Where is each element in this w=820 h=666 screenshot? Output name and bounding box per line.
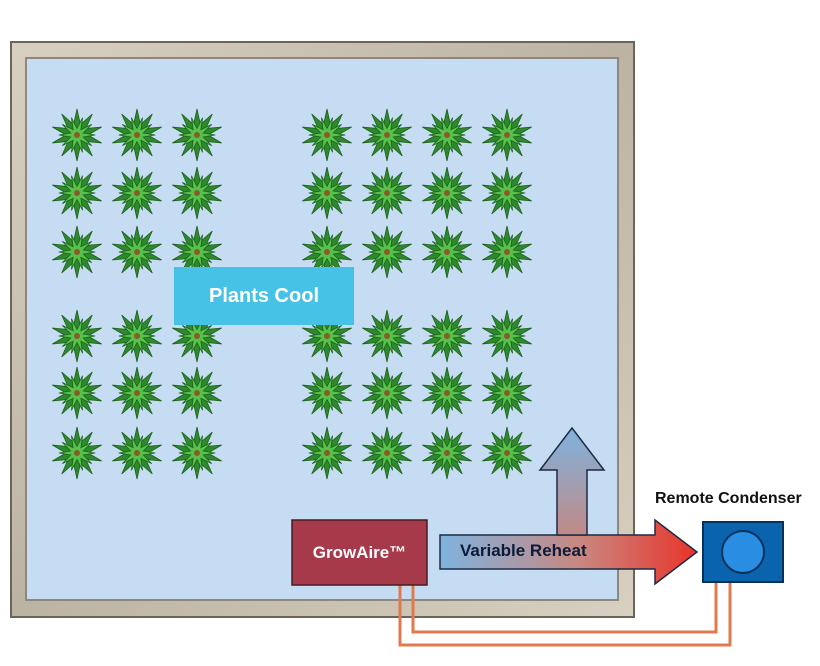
- plant-icon: [422, 166, 472, 220]
- plant-grid: [52, 108, 532, 480]
- plant-icon: [52, 426, 102, 480]
- plant-icon: [172, 426, 222, 480]
- plant-icon: [52, 309, 102, 363]
- plant-icon: [482, 166, 532, 220]
- plant-icon: [52, 366, 102, 420]
- pipe-outer: [398, 583, 732, 647]
- plant-icon: [112, 225, 162, 279]
- plant-icon: [112, 166, 162, 220]
- pipe-inner: [411, 583, 718, 634]
- plant-icon: [362, 166, 412, 220]
- plant-icon: [362, 225, 412, 279]
- reheat-arrow: [439, 518, 699, 586]
- plant-icon: [112, 309, 162, 363]
- refrigerant-pipes: [398, 583, 732, 647]
- plant-icon: [482, 426, 532, 480]
- plant-icon: [422, 309, 472, 363]
- plant-icon: [362, 108, 412, 162]
- fan-icon: [721, 530, 765, 574]
- plant-icon: [302, 366, 352, 420]
- plant-icon: [482, 309, 532, 363]
- plant-icon: [172, 366, 222, 420]
- growaire-unit: [291, 519, 428, 586]
- plant-icon: [422, 225, 472, 279]
- plant-icon: [482, 108, 532, 162]
- plant-icon: [362, 426, 412, 480]
- plant-icon: [52, 225, 102, 279]
- plant-icon: [52, 166, 102, 220]
- variable-reheat-label: Variable Reheat: [460, 541, 587, 560]
- plant-icon: [302, 166, 352, 220]
- plant-icon: [302, 426, 352, 480]
- plant-icon: [422, 108, 472, 162]
- plant-icon: [112, 108, 162, 162]
- plant-icon: [112, 426, 162, 480]
- growaire-unit-label: GrowAire™: [312, 542, 407, 562]
- plant-icon: [422, 366, 472, 420]
- plant-icon: [172, 108, 222, 162]
- air-up-arrow: [538, 426, 606, 536]
- plant-icon: [172, 166, 222, 220]
- plant-icon: [112, 366, 162, 420]
- plant-icon: [302, 108, 352, 162]
- plant-icon: [482, 225, 532, 279]
- plant-icon: [482, 366, 532, 420]
- plant-icon: [302, 309, 352, 363]
- plant-icon: [422, 426, 472, 480]
- plant-icon: [362, 309, 412, 363]
- plant-icon: [362, 366, 412, 420]
- plant-icon: [172, 309, 222, 363]
- remote-condenser-label: Remote Condenser: [655, 490, 802, 507]
- plants-cool-label: Plants Cool: [174, 267, 354, 325]
- plant-icon: [52, 108, 102, 162]
